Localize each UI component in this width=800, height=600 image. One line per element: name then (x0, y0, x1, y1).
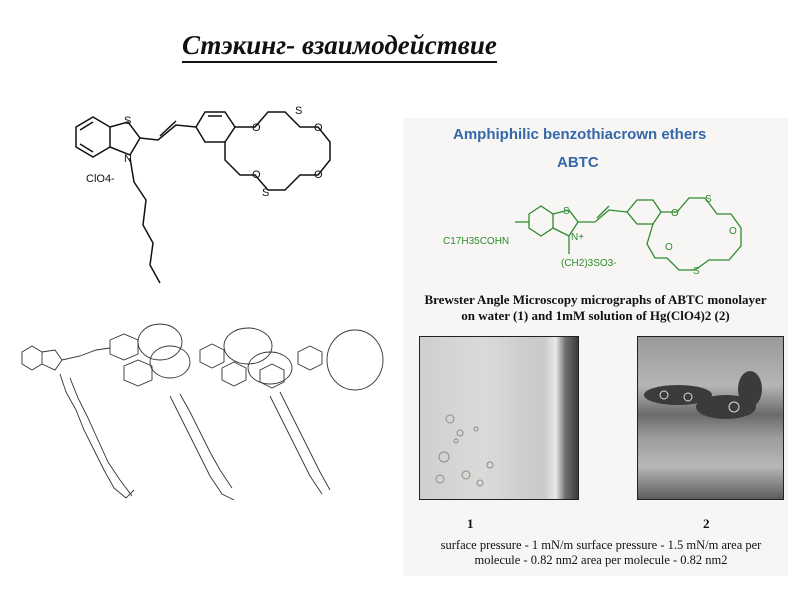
atom-o: O (314, 122, 323, 134)
benzo-ring (75, 116, 111, 158)
sulfonate-label: (CH2)3SO3- (561, 258, 617, 269)
atom-o: O (252, 169, 261, 181)
atom-s: S (693, 266, 700, 277)
slide-title: Стэкинг- взаимодействие (182, 30, 497, 63)
micrograph-2-label: 2 (703, 516, 710, 531)
panel-title: Amphiphilic benzothiacrown ethers (453, 126, 707, 143)
micrograph-1 (419, 336, 579, 500)
caption-line-2: molecule - 0.82 nm2 area per molecule - … (474, 553, 728, 567)
atom-n-plus: N+ (571, 232, 584, 243)
micrograph-1-label: 1 (467, 516, 474, 531)
atom-o: O (729, 226, 737, 237)
atom-s: S (295, 105, 302, 117)
atom-s: S (124, 115, 131, 127)
stacked-molecules-sketch (21, 323, 384, 501)
caption-line-1: surface pressure - 1 mN/m surface pressu… (440, 538, 762, 552)
atom-s: S (262, 187, 269, 199)
micrograph-2 (637, 336, 784, 500)
atom-s: S (705, 194, 712, 205)
atom-o: O (671, 208, 679, 219)
panel-subtitle: ABTC (557, 154, 599, 171)
atom-o: O (252, 122, 261, 134)
atom-o: O (665, 242, 673, 253)
atom-o: O (314, 169, 323, 181)
counterion-label: ClO4- (86, 173, 115, 185)
atom-n: N (124, 153, 132, 165)
chain-label: C17H35COHN (443, 236, 509, 247)
bam-caption-line-1: Brewster Angle Microscopy micrographs of… (424, 292, 767, 307)
abtc-structure: C17H35COHN S N+ (CH2)3SO3- O S O O S (443, 194, 742, 277)
micrograph-caption: surface pressure - 1 mN/m surface pressu… (421, 538, 781, 568)
bam-caption-line-2: on water (1) and 1mM solution of Hg(ClO4… (461, 308, 730, 323)
atom-s: S (563, 206, 570, 217)
abtc-panel: Amphiphilic benzothiacrown ethers ABTC C… (403, 118, 788, 576)
